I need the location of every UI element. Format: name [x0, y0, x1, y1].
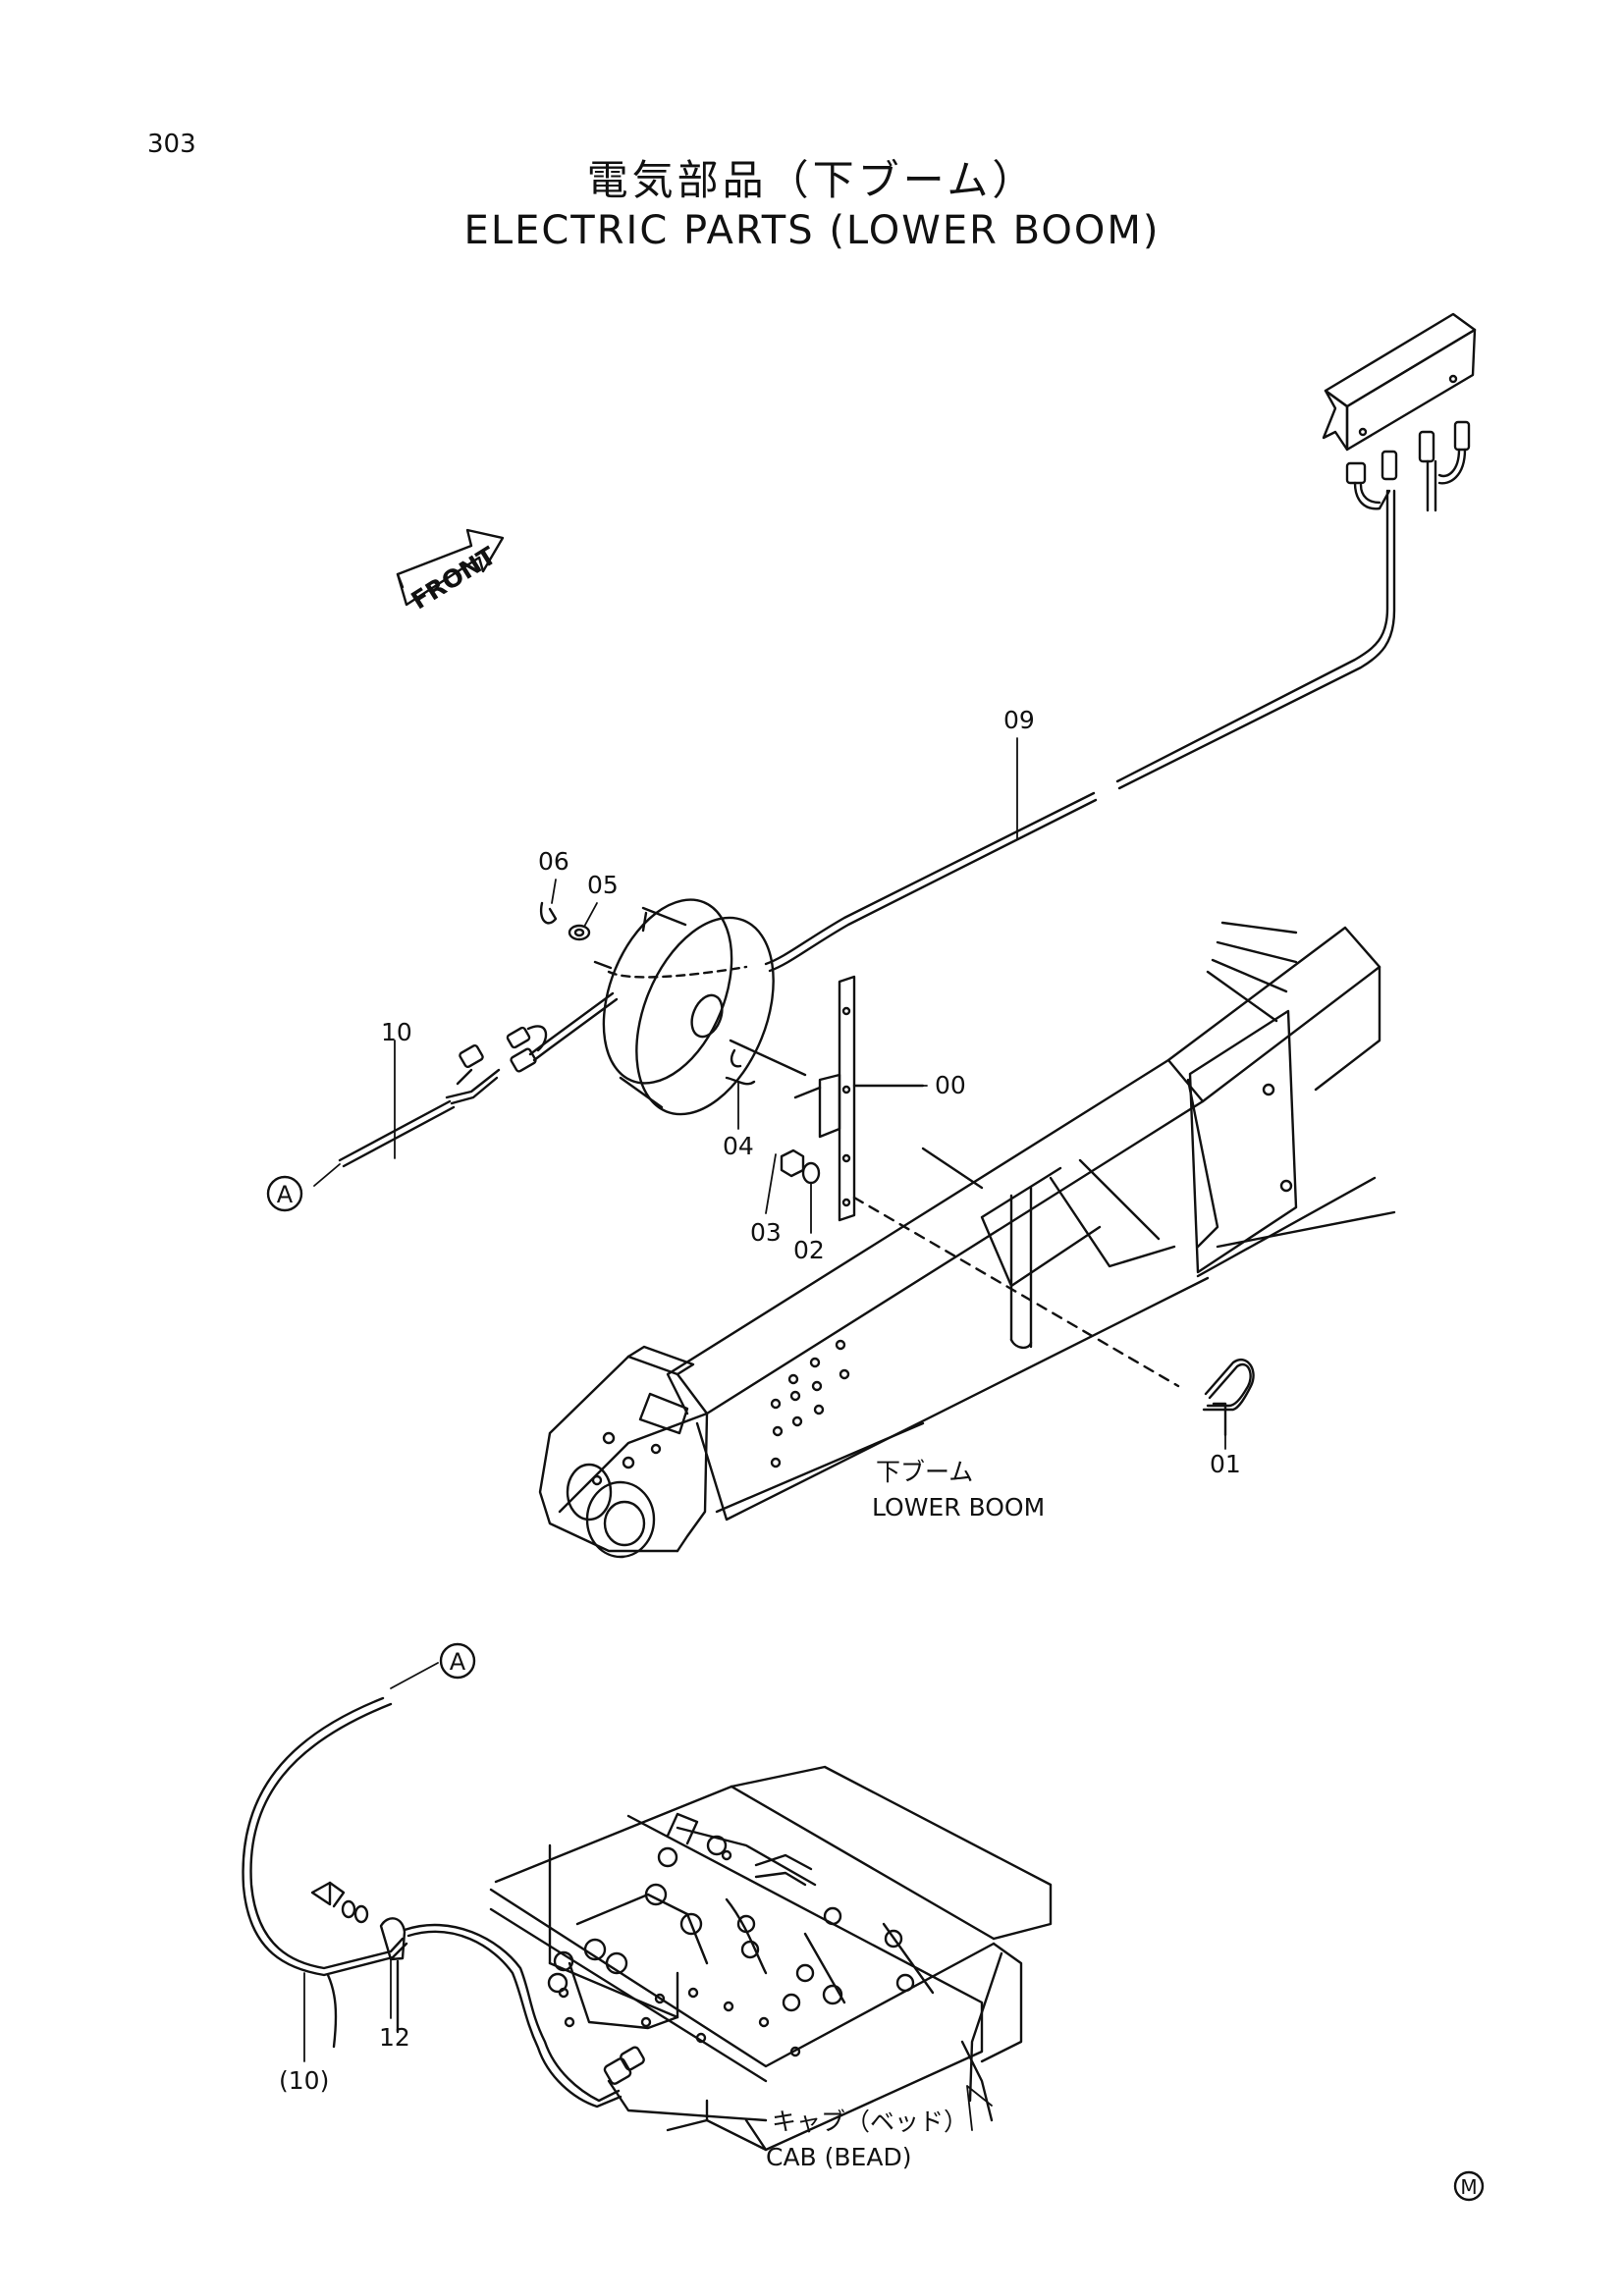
connector-ref-circle-top [266, 1175, 303, 1212]
callout-04: 04 [723, 1132, 754, 1160]
title-japanese: 電気部品（下ブーム） [586, 156, 1038, 204]
box-connectors [1345, 420, 1471, 512]
cab-label-en: CAB (BEAD) [766, 2143, 911, 2171]
manufacturer-mark-circle [1453, 2170, 1485, 2202]
junction-box [1322, 312, 1477, 452]
lower-boom-label-en: LOWER BOOM [872, 1493, 1045, 1522]
cable-10-lower [242, 1696, 645, 2109]
connector-ref-a-bottom: A [450, 1648, 466, 1676]
manufacturer-mark: M [1460, 2175, 1477, 2199]
page-number: 303 [147, 130, 196, 159]
callout-03: 03 [750, 1218, 782, 1247]
callout-10-ref: (10) [279, 2066, 329, 2095]
washer-02 [801, 1161, 821, 1185]
title-english: ELECTRIC PARTS (LOWER BOOM) [463, 208, 1161, 253]
u-bolt-01 [1202, 1359, 1255, 1437]
callout-12: 12 [379, 2023, 410, 2052]
washer-05 [568, 924, 591, 941]
callout-05: 05 [587, 871, 619, 899]
leader-lines [303, 737, 1226, 2131]
lower-boom-label-jp: 下ブーム [876, 1458, 973, 1486]
front-arrow [396, 528, 505, 607]
cab-label-jp: キャブ（ベッド） [772, 2108, 968, 2136]
cable-09 [764, 489, 1396, 973]
wing-nut [310, 1881, 346, 1908]
lower-boom [538, 921, 1396, 1559]
callout-06: 06 [538, 847, 569, 876]
connector-ref-circle-bottom [439, 1642, 476, 1680]
callout-00: 00 [935, 1071, 966, 1099]
mounting-dash-line [852, 1196, 1180, 1388]
connector-ref-a-top: A [277, 1181, 294, 1208]
cable-reel [593, 898, 775, 1116]
clamp-12 [379, 1917, 406, 2034]
callout-02: 02 [793, 1236, 825, 1264]
clip-06 [539, 901, 558, 925]
bracket-00 [793, 975, 925, 1222]
cab-frame [489, 1765, 1053, 2152]
callout-01: 01 [1210, 1450, 1241, 1478]
pin-04 [725, 1039, 807, 1086]
washers-lower [341, 1899, 369, 1924]
callout-10: 10 [381, 1018, 412, 1046]
callout-09: 09 [1003, 706, 1035, 734]
nut-03 [780, 1148, 805, 1178]
